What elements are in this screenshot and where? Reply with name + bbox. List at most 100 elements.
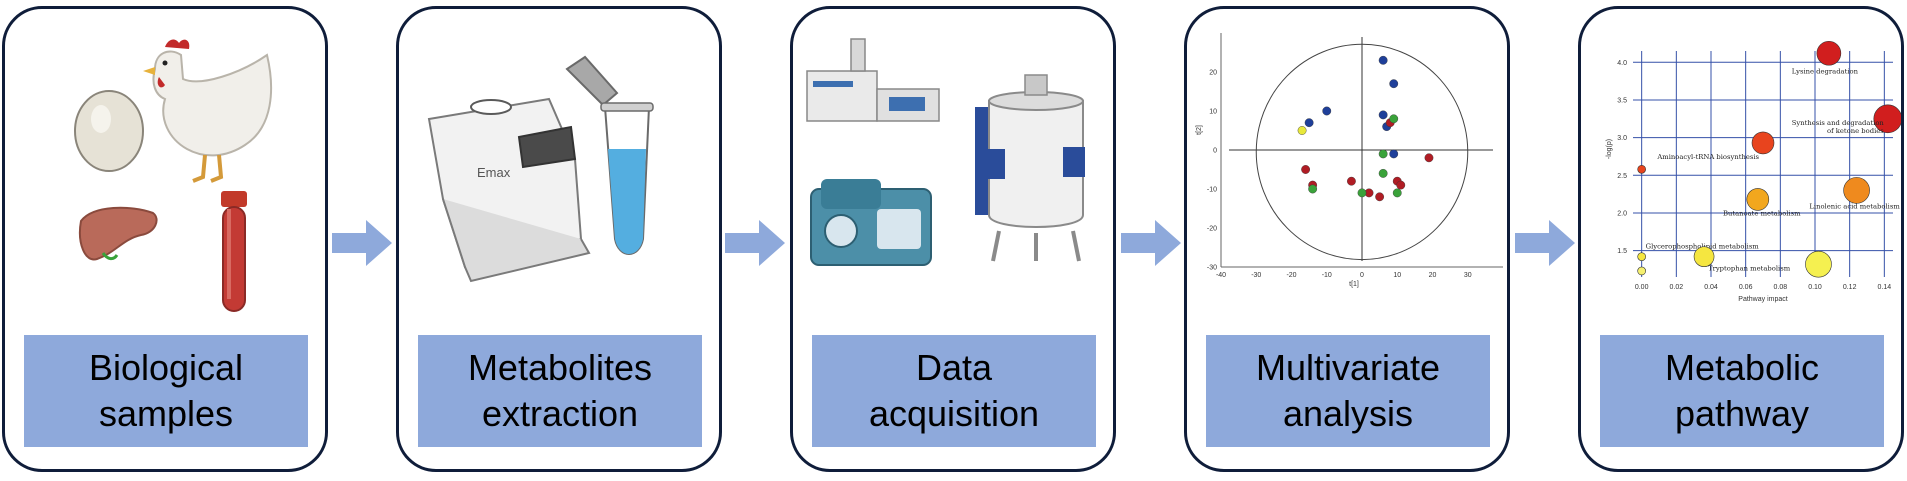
- x-tick-label: -40: [1216, 272, 1226, 279]
- y-tick-label: 0: [1213, 148, 1217, 155]
- pathway-bubble: [1873, 104, 1901, 134]
- pathway-label-line: Butanoate metabolism: [1723, 209, 1801, 217]
- x-tick-label: 20: [1429, 272, 1437, 279]
- y-tick-label: 3.0: [1617, 135, 1627, 142]
- y-axis-label: -log(p): [1606, 139, 1613, 159]
- y-tick-label: 2.0: [1617, 210, 1627, 217]
- pca-point: [1389, 149, 1399, 159]
- pca-points: [1297, 55, 1434, 202]
- x-tick-label: 0.06: [1739, 284, 1753, 291]
- pca-point: [1392, 188, 1402, 198]
- blood-tube-icon: [221, 191, 247, 312]
- egg-highlight: [91, 105, 111, 133]
- x-tick-label: 0.00: [1635, 284, 1649, 291]
- x-tick-label: 30: [1464, 272, 1472, 279]
- homogenizer-icon: Emax: [427, 97, 591, 283]
- pca-point: [1378, 168, 1388, 178]
- flow-arrow-icon: [1515, 220, 1575, 266]
- pathway-bubble: [1816, 40, 1842, 66]
- x-tick-label: 0.10: [1808, 284, 1822, 291]
- pathway-label: Tryptophan metabolism: [1708, 265, 1791, 273]
- confidence-ellipse: [1255, 43, 1469, 261]
- pathway-label-line: Linolenic acid metabolism: [1809, 202, 1900, 210]
- step-label: Metabolic pathway: [1664, 347, 1820, 434]
- samples-illustration: [74, 39, 272, 312]
- gc-ms-icon: [806, 38, 940, 122]
- panel-biological-samples: Biological samples: [2, 6, 328, 472]
- pathway-bubble: [1746, 188, 1770, 211]
- x-axis-label: Pathway impact: [1738, 296, 1787, 303]
- pca-point: [1347, 176, 1356, 186]
- step-label: Multivariate analysis: [1255, 347, 1441, 434]
- pathway-label: Aminoacyl-tRNA biosynthesis: [1656, 153, 1759, 161]
- label-data-acquisition: Data acquisition: [812, 335, 1096, 447]
- step-label: Biological samples: [88, 347, 244, 434]
- y-tick-label: -10: [1207, 187, 1217, 194]
- x-tick-label: 0.02: [1670, 284, 1684, 291]
- liver-icon: [79, 206, 158, 261]
- pca-point: [1396, 180, 1406, 190]
- y-axis-label: t[2]: [1196, 125, 1203, 135]
- pca-point: [1389, 79, 1399, 89]
- pca-point: [1301, 165, 1311, 174]
- pathway-bubble: [1843, 177, 1870, 204]
- pca-point: [1424, 153, 1434, 163]
- pathway-label-line: Lysine degradation: [1792, 67, 1859, 75]
- x-tick-label: 10: [1393, 272, 1401, 279]
- flow-arrow-icon: [332, 220, 392, 266]
- y-tick-label: 10: [1209, 109, 1217, 116]
- lc-ms-icon: [810, 179, 932, 266]
- pathway-bubble: [1637, 164, 1646, 174]
- pathway-label-line: Aminoacyl-tRNA biosynthesis: [1656, 153, 1759, 161]
- egg-icon: [74, 90, 144, 172]
- x-tick-label: -20: [1286, 272, 1296, 279]
- y-tick-label: -20: [1207, 226, 1217, 233]
- instruments-illustration: [806, 38, 1085, 266]
- centrifuge-tube-icon: [565, 55, 654, 255]
- pca-point: [1304, 118, 1314, 128]
- chicken-icon: [143, 39, 272, 183]
- label-metabolic-pathway: Metabolic pathway: [1600, 335, 1884, 447]
- y-tick-label: 3.5: [1617, 97, 1627, 104]
- y-tick-label: 4.0: [1617, 60, 1627, 67]
- x-tick-label: -10: [1322, 272, 1332, 279]
- pca-point: [1308, 184, 1318, 194]
- pathway-label: Lysine degradation: [1792, 67, 1859, 75]
- pathway-bubble: [1637, 252, 1646, 261]
- pathway-label-line: Synthesis and degradation: [1792, 119, 1885, 127]
- y-tick-label: 1.5: [1617, 248, 1627, 255]
- y-tick-label: -30: [1207, 265, 1217, 272]
- x-tick-label: 0.12: [1843, 284, 1857, 291]
- y-tick-label: 20: [1209, 70, 1217, 77]
- x-tick-label: 0.08: [1774, 284, 1788, 291]
- x-tick-label: -30: [1251, 272, 1261, 279]
- panel-metabolites-extraction: Emax Metabolites extraction: [396, 6, 722, 472]
- pathway-label: Linolenic acid metabolism: [1809, 202, 1900, 210]
- label-multivariate-analysis: Multivariate analysis: [1206, 335, 1490, 447]
- pca-point: [1375, 192, 1385, 202]
- label-biological-samples: Biological samples: [24, 335, 308, 447]
- panel-data-acquisition: Data acquisition: [790, 6, 1116, 472]
- extraction-illustration: Emax: [427, 55, 654, 283]
- label-metabolites-extraction: Metabolites extraction: [418, 335, 702, 447]
- pathway-bubble: [1805, 250, 1832, 278]
- pca-point: [1357, 188, 1367, 198]
- pca-point: [1322, 106, 1332, 116]
- flow-arrow-icon: [725, 220, 785, 266]
- pca-point: [1297, 126, 1307, 135]
- device-text: Emax: [477, 165, 511, 180]
- pca-point: [1378, 149, 1388, 159]
- pca-point: [1378, 55, 1388, 65]
- pca-point: [1378, 110, 1388, 120]
- step-label: Metabolites extraction: [467, 347, 653, 434]
- x-axis-label: t[1]: [1349, 281, 1359, 288]
- y-tick-label: 2.5: [1617, 173, 1627, 180]
